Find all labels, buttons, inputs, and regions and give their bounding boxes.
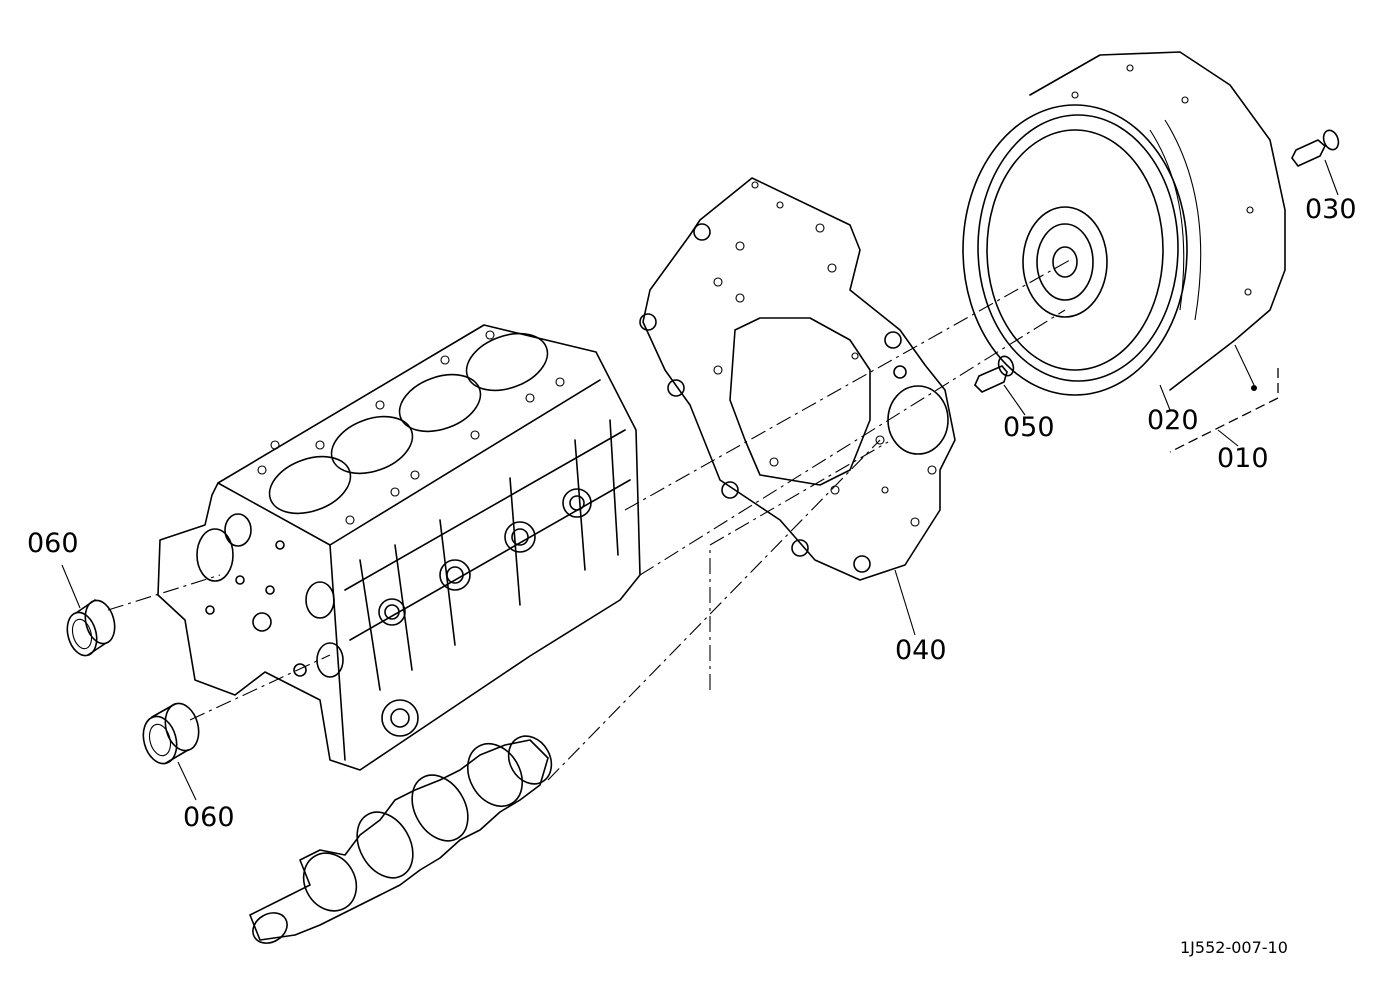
callout-040: 040 — [895, 635, 947, 666]
callout-060-lower: 060 — [183, 802, 235, 833]
flywheel — [962, 51, 1286, 396]
assembly-lines — [107, 259, 1071, 781]
bolt-050 — [974, 355, 1015, 393]
oil-seal-lower — [142, 702, 200, 765]
callout-050: 050 — [1003, 412, 1055, 443]
crankshaft — [249, 735, 553, 944]
callout-030: 030 — [1305, 194, 1357, 225]
callout-020: 020 — [1147, 405, 1199, 436]
callout-060-upper: 060 — [27, 528, 79, 559]
flywheel-housing — [639, 177, 956, 581]
bolt-030 — [1291, 129, 1340, 167]
leader-lines — [61, 159, 1339, 801]
engine-block — [157, 324, 641, 771]
callout-010: 010 — [1217, 443, 1269, 474]
oil-seal-upper — [66, 599, 116, 657]
drawing-code: 1J552-007-10 — [1180, 938, 1288, 957]
